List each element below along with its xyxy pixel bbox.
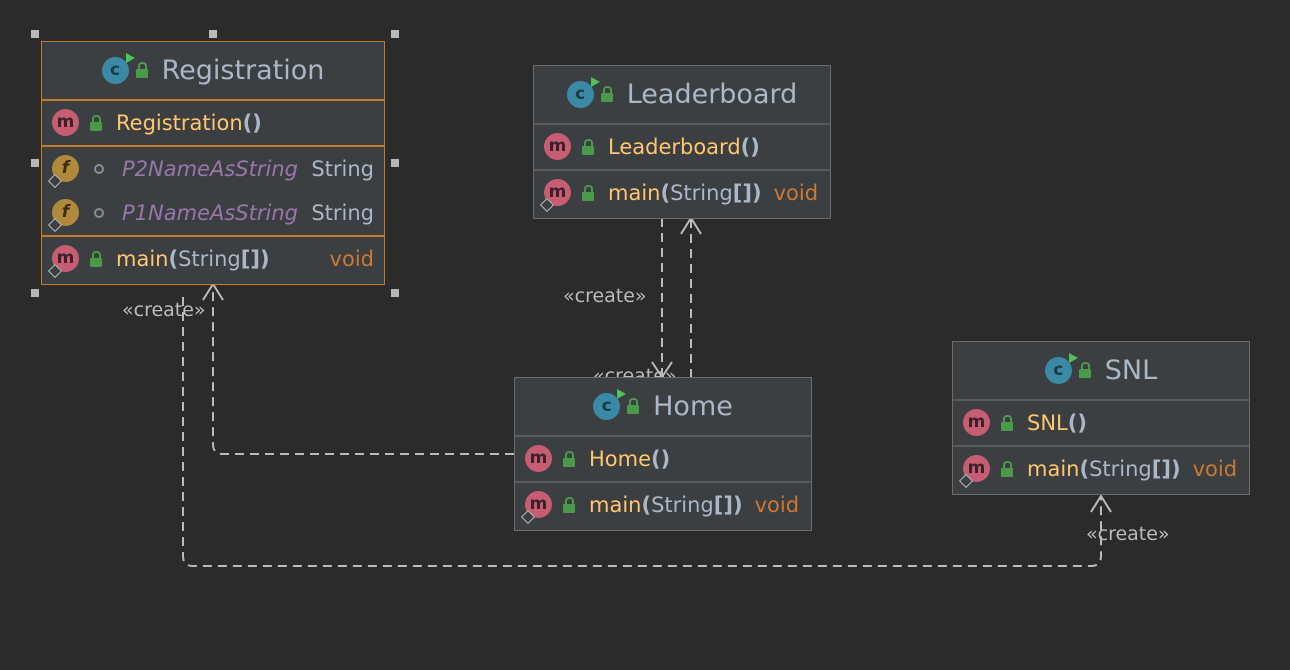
resize-handle-e[interactable]	[391, 159, 399, 167]
public-lock-icon	[627, 398, 640, 414]
method-row[interactable]: m main(String[]) void	[953, 447, 1249, 491]
constructor-row[interactable]: m Registration()	[42, 101, 384, 145]
class-node-registration[interactable]: c Registration m Registration() f P2Name…	[41, 41, 385, 285]
class-header: c Leaderboard	[534, 66, 830, 125]
resize-handle-n[interactable]	[209, 30, 217, 38]
field-icon: f	[47, 199, 80, 233]
param-type: String	[670, 181, 733, 205]
field-icon: f	[47, 155, 80, 189]
method-name: main	[116, 247, 169, 271]
constructor-row[interactable]: m SNL()	[953, 401, 1249, 445]
method-icon: m	[963, 409, 991, 437]
field-type: String	[311, 201, 374, 225]
package-private-icon	[94, 164, 104, 174]
public-lock-icon	[1001, 460, 1013, 477]
fields-section: f P2NameAsString String f P1NameAsString…	[42, 147, 384, 237]
class-node-home[interactable]: c Home m Home() m main(String[]) void	[514, 377, 812, 531]
field-type: String	[311, 157, 374, 181]
class-icon: c	[566, 76, 600, 109]
method-name: main	[589, 493, 642, 517]
public-lock-icon	[1078, 362, 1091, 378]
resize-handle-ne[interactable]	[391, 30, 399, 38]
method-icon: m	[47, 245, 80, 279]
edge-label-home-registration: «create»	[1086, 523, 1170, 545]
return-type: void	[329, 247, 374, 271]
resize-handle-w[interactable]	[31, 159, 39, 167]
methods-section: m main(String[]) void	[534, 171, 830, 215]
arrowhead-registration	[202, 282, 224, 301]
edge-home-to-registration	[212, 290, 514, 455]
method-row[interactable]: m main(String[]) void	[515, 483, 811, 527]
class-icon: c	[593, 388, 627, 421]
class-header: c SNL	[953, 342, 1249, 401]
class-node-snl[interactable]: c SNL m SNL() m main(String[]) void	[952, 341, 1250, 495]
param-type: String	[651, 493, 714, 517]
method-icon: m	[958, 455, 991, 489]
class-name: Registration	[161, 55, 325, 86]
public-lock-icon	[90, 250, 102, 267]
constructors-section: m Leaderboard()	[534, 125, 830, 171]
return-type: void	[1192, 457, 1238, 481]
arrowhead-leaderboard	[680, 216, 702, 235]
method-icon: m	[525, 445, 553, 473]
method-icon: m	[544, 133, 572, 161]
public-lock-icon	[582, 184, 594, 201]
constructor-parens: ()	[242, 111, 262, 135]
method-row[interactable]: m main(String[]) void	[42, 237, 384, 281]
field-name: P1NameAsString	[122, 201, 298, 225]
methods-section: m main(String[]) void	[953, 447, 1249, 491]
public-lock-icon	[90, 114, 102, 131]
constructor-name: Registration	[116, 111, 243, 135]
public-lock-icon	[582, 138, 594, 155]
resize-handle-nw[interactable]	[31, 30, 39, 38]
arrowhead-snl	[1090, 494, 1112, 513]
class-name: Leaderboard	[626, 79, 798, 110]
edge-label-leaderboard-home: «create»	[563, 285, 647, 307]
return-type: void	[754, 493, 800, 517]
class-icon: c	[101, 52, 135, 85]
public-lock-icon	[563, 496, 575, 513]
param-type: String	[1089, 457, 1152, 481]
public-lock-icon	[600, 86, 613, 102]
constructor-name: Home	[589, 447, 652, 471]
edge-label-registration-snl: «create»	[122, 299, 206, 321]
public-lock-icon	[135, 62, 148, 78]
constructor-row[interactable]: m Leaderboard()	[534, 125, 830, 169]
field-name: P2NameAsString	[122, 157, 298, 181]
class-header: c Registration	[42, 42, 384, 101]
constructors-section: m SNL()	[953, 401, 1249, 447]
method-name: main	[608, 181, 661, 205]
method-row[interactable]: m main(String[]) void	[534, 171, 830, 215]
constructor-name: SNL	[1027, 411, 1068, 435]
constructors-section: m Home()	[515, 437, 811, 483]
field-row[interactable]: f P2NameAsString String	[42, 147, 384, 191]
method-icon: m	[52, 109, 80, 137]
constructor-row[interactable]: m Home()	[515, 437, 811, 481]
class-header: c Home	[515, 378, 811, 437]
public-lock-icon	[563, 450, 575, 467]
constructor-name: Leaderboard	[608, 135, 741, 159]
class-name: Home	[653, 391, 733, 422]
return-type: void	[773, 181, 819, 205]
resize-handle-sw[interactable]	[31, 289, 39, 297]
package-private-icon	[94, 208, 104, 218]
class-name: SNL	[1104, 355, 1158, 386]
constructors-section: m Registration()	[42, 101, 384, 147]
param-type: String	[178, 247, 241, 271]
method-icon: m	[539, 179, 572, 213]
method-name: main	[1027, 457, 1080, 481]
methods-section: m main(String[]) void	[42, 237, 384, 281]
class-icon: c	[1044, 352, 1078, 385]
methods-section: m main(String[]) void	[515, 483, 811, 527]
field-row[interactable]: f P1NameAsString String	[42, 191, 384, 235]
resize-handle-se[interactable]	[391, 289, 399, 297]
class-node-leaderboard[interactable]: c Leaderboard m Leaderboard() m main(Str…	[533, 65, 831, 219]
public-lock-icon	[1001, 414, 1013, 431]
method-icon: m	[520, 491, 553, 525]
